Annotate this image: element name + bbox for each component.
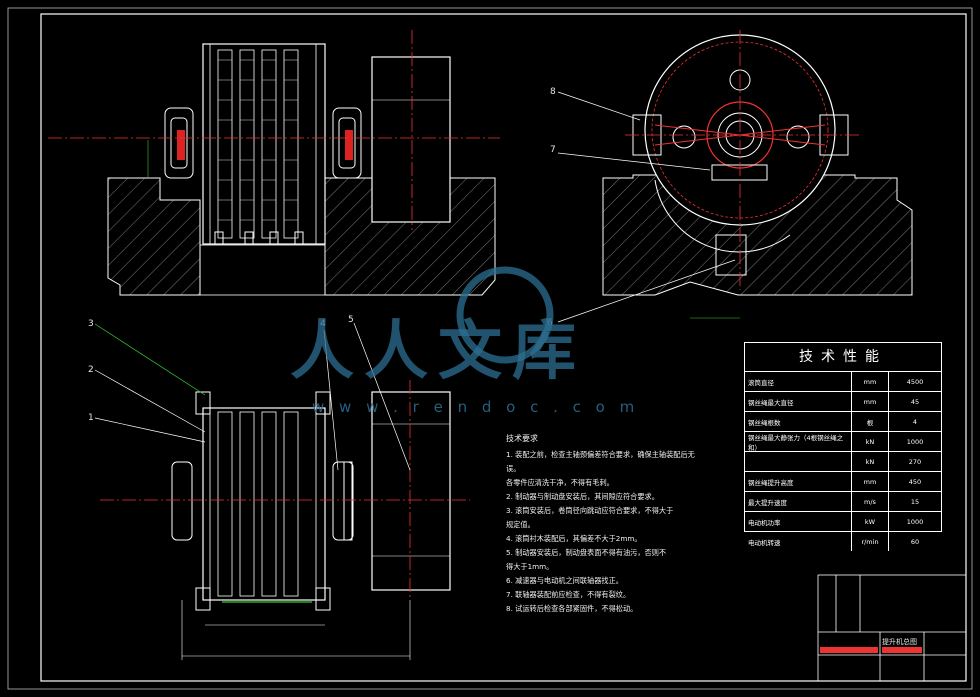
table-row: kN 270 [745, 452, 941, 472]
table-row: 钢丝绳最大静张力（4根钢丝绳之和）kN 1000 [745, 432, 941, 452]
spec-name: 滚筒直径 [745, 372, 852, 391]
leader-lines [94, 91, 736, 471]
spec-unit: r/min [852, 532, 889, 551]
spec-name: 钢丝绳最大静张力（4根钢丝绳之和） [745, 432, 852, 452]
watermark-url: w w w . r e n d o c . c o m [312, 398, 640, 416]
pit [199, 244, 326, 296]
spec-name: 钢丝绳提升高度 [745, 472, 852, 491]
spec-unit: kW [852, 512, 889, 531]
spec-name: 钢丝绳根数 [745, 412, 852, 431]
callout-5: 5 [348, 315, 354, 325]
callout-7: 7 [550, 145, 556, 155]
spec-title: 技术性能 [745, 343, 941, 372]
foundation-mid [324, 177, 496, 296]
note-line: 1. 装配之前，检查主轴颈偏差符合要求，确保主轴装配后无误。 [506, 450, 695, 473]
note-line: 6. 减速器与电动机之间联轴器找正。 [506, 576, 623, 585]
callout-2: 2 [88, 365, 94, 375]
side-elevation [48, 30, 500, 296]
spec-unit: kN [852, 432, 889, 451]
spec-name: 电动机功率 [745, 512, 852, 531]
spec-value: 450 [908, 477, 922, 486]
spec-unit: mm [852, 472, 889, 491]
spec-value: 1000 [906, 437, 924, 446]
spec-unit: mm [852, 392, 889, 411]
spec-value: 1000 [906, 517, 924, 526]
spec-name [745, 452, 852, 471]
title-block [817, 574, 967, 682]
note-line: 8. 试运转后检查各部紧固件，不得松动。 [506, 604, 638, 613]
foundation-left [107, 177, 201, 296]
title-block-name: 提升机总图 [882, 637, 917, 646]
callout-8: 8 [550, 87, 556, 97]
note-line: 各零件应清洗干净，不得有毛刺。 [506, 478, 614, 487]
callout-4: 4 [320, 319, 326, 329]
note-line: 3. 滚筒安装后，卷筒径向跳动应符合要求，不得大于 [506, 506, 674, 515]
note-line: 7. 联轴器装配前应检查，不得有裂纹。 [506, 590, 631, 599]
plan-drum [202, 407, 326, 601]
note-line: 得大于1mm。 [506, 562, 554, 571]
notes-heading: 技术要求 [506, 434, 538, 443]
note-line: 4. 滚筒衬木装配后，其偏差不大于2mm。 [506, 534, 642, 543]
spec-value: 45 [910, 397, 920, 406]
spec-value: 270 [908, 457, 922, 466]
spec-name: 钢丝绳最大直径 [745, 392, 852, 411]
spec-name: 最大提升速度 [745, 492, 852, 511]
spec-value: 4500 [906, 377, 924, 386]
spec-unit: mm [852, 372, 889, 391]
spec-name: 电动机转速 [745, 532, 852, 551]
spec-unit: 根 [852, 412, 889, 431]
spec-value: 60 [910, 537, 920, 546]
inner-frame [40, 13, 967, 682]
table-row: 钢丝绳根数根 4 [745, 412, 941, 432]
spec-unit: m/s [852, 492, 889, 511]
note-line: 5. 制动器安装后，制动盘表面不得有油污，否则不 [506, 548, 667, 557]
plan-view [100, 380, 470, 660]
spec-value: 15 [910, 497, 920, 506]
outer-frame [7, 7, 973, 690]
callout-3: 3 [88, 319, 94, 329]
watermark-cn: 人人文库 [290, 315, 586, 389]
motor-block [371, 56, 451, 223]
spec-unit: kN [852, 452, 889, 471]
spec-value: 4 [912, 417, 918, 426]
front-elevation [602, 30, 913, 319]
watermark-emblem [456, 266, 554, 364]
note-line: 规定值。 [506, 520, 535, 529]
technical-notes: 技术要求 1. 装配之前，检查主轴颈偏差符合要求，确保主轴装配后无误。 各零件应… [506, 432, 706, 616]
drum-body [202, 43, 326, 245]
note-line: 2. 制动器与制动盘安装后，其间隙应符合要求。 [506, 492, 659, 501]
plan-motor [371, 391, 451, 591]
callout-1: 1 [88, 413, 94, 423]
